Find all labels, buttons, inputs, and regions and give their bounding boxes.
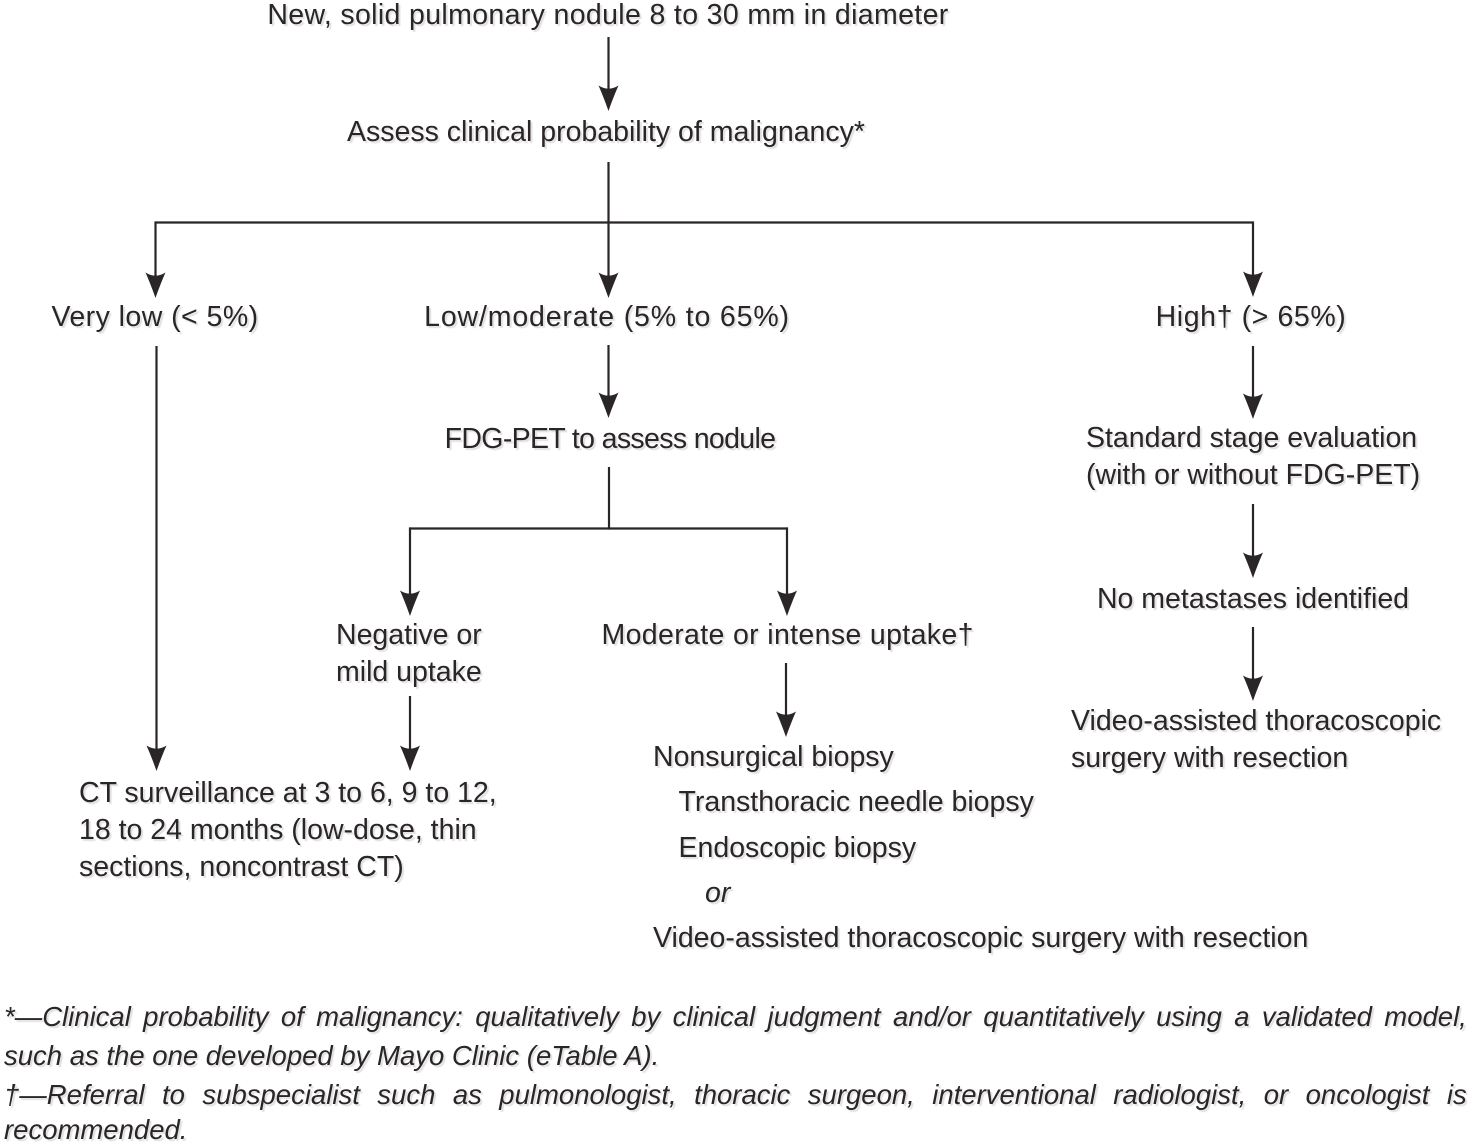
arrowhead-high-to-standard: [1243, 393, 1263, 419]
arrowhead-standard-to-nomet: [1243, 552, 1263, 578]
arrowhead-nomet-to-vats: [1243, 675, 1263, 701]
arrowhead-fdg-to-moderate: [777, 590, 797, 616]
arrowhead-negative-to-ct: [400, 745, 420, 771]
arrowhead-nodule-to-assess: [598, 85, 619, 111]
node-no-metastases-identified: No metastases identified: [1096, 582, 1410, 615]
node-nonsurgical-biopsy-title: Nonsurgical biopsy: [653, 741, 894, 774]
node-ct-surveillance: CT surveillance at 3 to 6, 9 to 12, 18 t…: [79, 776, 497, 883]
biopsy-option-endoscopic: Endoscopic biopsy: [678, 831, 917, 864]
biopsy-option-transthoracic: Transthoracic needle biopsy: [678, 786, 1034, 819]
node-fdg-pet-assess-nodule: FDG-PET to assess nodule: [444, 422, 776, 455]
arrowhead-fdg-to-negative: [400, 590, 420, 616]
arrowhead-moderate-to-biopsy: [776, 711, 796, 737]
node-new-solid-pulmonary-nodule: New, solid pulmonary nodule 8 to 30 mm i…: [267, 0, 949, 31]
node-assess-clinical-probability: Assess clinical probability of malignanc…: [347, 115, 865, 148]
node-high-probability: High† (> 65%): [1155, 300, 1347, 333]
footnote-dagger-line2: recommended.: [4, 1113, 188, 1142]
node-low-moderate-probability: Low/moderate (5% to 65%): [424, 300, 790, 333]
node-moderate-intense-uptake: Moderate or intense uptake†: [601, 619, 974, 652]
edge-lines: [154, 37, 1255, 751]
node-standard-stage-evaluation: Standard stage evaluation (with or witho…: [1086, 422, 1421, 492]
node-vats-resection: Video-assisted thoracoscopic surgery wit…: [1071, 704, 1442, 774]
arrowhead-verylow-to-ct: [146, 745, 167, 771]
biopsy-or-word: or: [705, 876, 731, 909]
arrowhead-assess-to-lowmoderate: [598, 272, 619, 298]
footnote-dagger-line1: †—Referral to subspecialist such as pulm…: [4, 1079, 1467, 1110]
footnote-asterisk-line1: *—Clinical probability of malignancy: qu…: [4, 1001, 1467, 1032]
arrowhead-lowmoderate-to-fdg: [598, 392, 619, 418]
biopsy-option-vats: Video-assisted thoracoscopic surgery wit…: [653, 922, 1309, 955]
node-very-low-probability: Very low (< 5%): [51, 300, 259, 333]
node-negative-mild-uptake: Negative or mild uptake: [336, 619, 482, 689]
footnote-asterisk-line2: such as the one developed by Mayo Clinic…: [4, 1039, 660, 1071]
arrowhead-assess-to-high: [1243, 271, 1263, 297]
arrowhead-assess-to-verylow: [145, 272, 166, 298]
